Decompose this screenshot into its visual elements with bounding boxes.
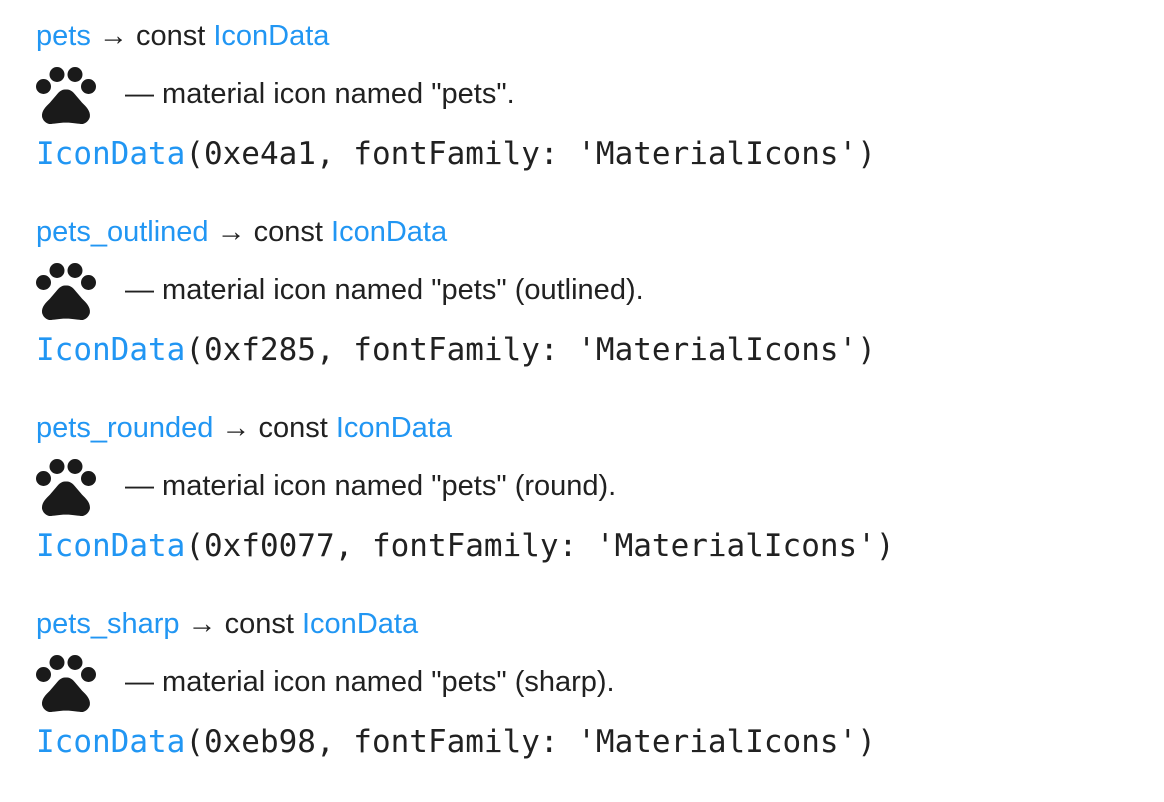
constant-description: — material icon named "pets" (outlined). xyxy=(125,274,644,306)
constant-signature: pets_sharp → const IconData xyxy=(36,606,1126,642)
constant-entry-pets-outlined: pets_outlined → const IconData — materia… xyxy=(36,214,1126,370)
constant-signature: pets_outlined → const IconData xyxy=(36,214,1126,250)
pets-icon xyxy=(36,459,96,517)
signature-middle: → const xyxy=(179,608,302,640)
constant-description: — material icon named "pets" (round). xyxy=(125,470,617,502)
constant-name-link[interactable]: pets_outlined xyxy=(36,216,209,248)
constant-entry-pets-sharp: pets_sharp → const IconData — material i… xyxy=(36,606,1126,762)
pets-icon xyxy=(36,655,96,713)
icondata-type-link[interactable]: IconData xyxy=(213,20,330,52)
constant-description-row: — material icon named "pets" (outlined). xyxy=(30,254,1126,326)
constant-description: — material icon named "pets". xyxy=(125,78,515,110)
code-rest: (0xf285, fontFamily: 'MaterialIcons') xyxy=(185,332,876,368)
constant-name-link[interactable]: pets_rounded xyxy=(36,412,214,444)
constant-code: IconData(0xf0077, fontFamily: 'MaterialI… xyxy=(36,526,1126,566)
signature-middle: → const xyxy=(208,216,332,248)
constant-entry-pets-rounded: pets_rounded → const IconData — material… xyxy=(36,410,1126,566)
code-rest: (0xf0077, fontFamily: 'MaterialIcons') xyxy=(185,528,895,564)
icondata-code-link[interactable]: IconData xyxy=(36,332,186,368)
signature-middle: → const xyxy=(90,20,214,52)
code-rest: (0xeb98, fontFamily: 'MaterialIcons') xyxy=(185,724,876,760)
icondata-code-link[interactable]: IconData xyxy=(36,528,186,564)
constant-name-link[interactable]: pets xyxy=(36,20,91,52)
constant-code: IconData(0xe4a1, fontFamily: 'MaterialIc… xyxy=(36,134,1126,174)
icondata-type-link[interactable]: IconData xyxy=(335,412,452,444)
icondata-code-link[interactable]: IconData xyxy=(36,136,186,172)
pets-icon xyxy=(36,263,96,321)
constant-name-link[interactable]: pets_sharp xyxy=(36,608,180,640)
constant-signature: pets_rounded → const IconData xyxy=(36,410,1126,446)
constant-entry-pets: pets → const IconData — material icon na… xyxy=(36,18,1126,174)
constant-description-row: — material icon named "pets" (round). xyxy=(30,450,1126,522)
constant-code: IconData(0xeb98, fontFamily: 'MaterialIc… xyxy=(36,722,1126,762)
icondata-type-link[interactable]: IconData xyxy=(302,608,419,640)
constant-signature: pets → const IconData xyxy=(36,18,1126,54)
icon-constants-list: pets → const IconData — material icon na… xyxy=(36,18,1126,802)
code-rest: (0xe4a1, fontFamily: 'MaterialIcons') xyxy=(185,136,876,172)
signature-middle: → const xyxy=(213,412,336,444)
constant-code: IconData(0xf285, fontFamily: 'MaterialIc… xyxy=(36,330,1126,370)
constant-description: — material icon named "pets" (sharp). xyxy=(125,666,615,698)
constant-description-row: — material icon named "pets". xyxy=(30,58,1126,130)
icondata-code-link[interactable]: IconData xyxy=(36,724,186,760)
icondata-type-link[interactable]: IconData xyxy=(331,216,448,248)
constant-description-row: — material icon named "pets" (sharp). xyxy=(30,646,1126,718)
pets-icon xyxy=(36,67,96,125)
